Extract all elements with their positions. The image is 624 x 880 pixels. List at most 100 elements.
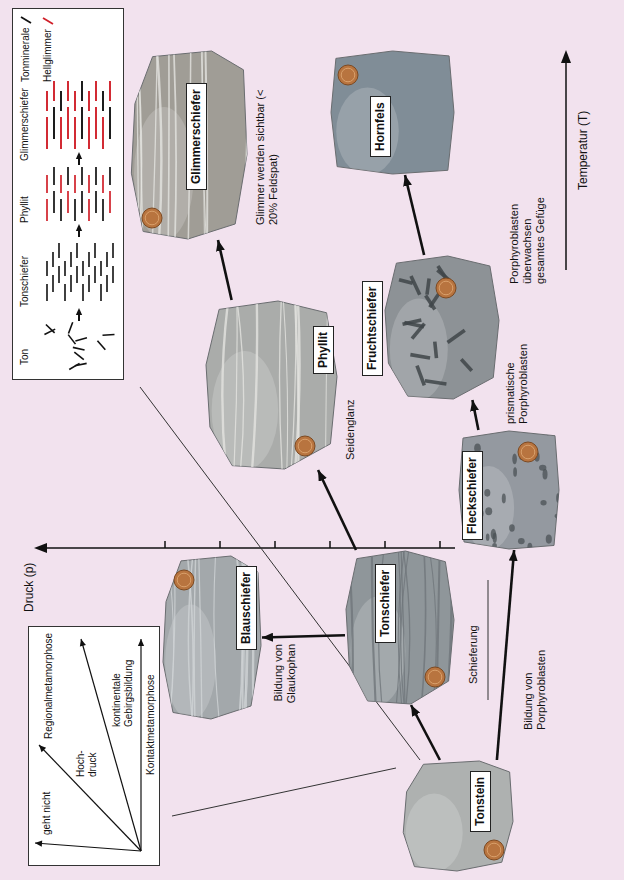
coin [518,442,538,462]
coin-rim [298,439,312,453]
mineral-stroke [88,175,90,193]
mineral-stroke [58,243,60,258]
key-text: Glimmerschiefer [19,88,31,161]
decoration [546,534,552,543]
rock-photo: Blauschiefer [160,555,262,720]
mineral-stroke [46,325,55,333]
mineral-stroke [94,243,96,258]
decoration [252,300,257,470]
mineral-stroke [46,199,48,221]
mineral-stroke [82,284,84,301]
decoration [234,300,237,470]
arrowhead [138,639,144,646]
rock-shape [163,556,261,719]
coin [436,278,456,298]
rock-texture [134,50,248,240]
coin [484,840,504,860]
mineral-stroke [67,81,69,101]
mineral-stroke [52,252,54,267]
process-arrow [472,400,478,430]
rock-shape [346,551,454,704]
rock-illustration [345,550,455,705]
coin-rim [428,670,442,684]
decoration [168,555,174,720]
rock-illustration [400,760,514,872]
tick [439,541,441,548]
rock-shape [206,301,337,469]
mineral-stroke [70,252,72,267]
decoration [283,300,287,470]
mineral-stroke [106,275,108,292]
temperature-axis [565,62,567,270]
process-arrow [218,240,232,300]
decoration [491,529,496,539]
coin-rim [177,573,191,587]
temperature-arrowhead [561,50,571,63]
decoration [486,533,490,540]
mineral-stroke [95,191,97,213]
key-line [35,843,141,851]
legend-entry: Hellglimmer [42,29,54,82]
arrowhead [80,639,86,647]
rock-photo: Phyllit [205,300,338,470]
tick [329,541,331,548]
key-text: Ton [19,349,31,365]
decoration [509,524,515,531]
rock-photo: Hornfels [330,50,455,175]
mineral-stroke [74,117,76,149]
arrowhead [76,152,82,159]
mineral-stroke [88,252,90,267]
mineral-stroke [46,91,48,111]
decoration [512,453,517,464]
mineral-stroke [68,335,75,345]
mineral-stroke [88,91,90,111]
legend-line [43,18,53,24]
decoration [446,329,465,344]
mineral-stroke [64,284,66,301]
decoration [460,358,473,372]
key-line [81,639,141,851]
mineral-stroke [53,81,55,101]
rock-photo: Glimmerschiefer [128,50,248,240]
decoration [546,430,551,435]
tick [384,541,386,548]
mineral-stroke [67,167,69,185]
rock-photo: Fleckschiefer [458,430,560,550]
legend-line [21,17,31,23]
mineral-stroke [95,81,97,101]
decoration [502,494,506,504]
rock-texture [390,265,473,400]
arrowhead [76,224,82,231]
decoration [336,88,399,176]
mineral-stroke [109,107,111,139]
decoration [518,538,525,544]
legend-text: Tonminerale [20,28,31,82]
mineral-stroke [76,243,78,258]
rock-shape [331,51,454,174]
mineral-stroke [109,191,111,213]
rock-name-label: Blauschiefer [236,566,257,650]
coin [142,208,162,228]
legend-line-sample [42,16,54,26]
decoration [404,321,424,329]
decoration [205,300,206,470]
decoration [214,555,219,720]
legend-text: Hellglimmer [42,29,53,82]
decoration [540,500,546,505]
decoration [237,300,244,470]
edge-label: Bildung von Porphyroblasten [522,640,548,730]
coin [425,667,445,687]
rock-photo: Tonstein [400,760,514,872]
mineral-stroke [53,107,55,139]
decoration [137,50,139,240]
mineral-stroke [53,191,55,213]
pressure-axis [46,547,455,549]
coin-rim [487,843,501,857]
mineral-stroke [46,261,48,276]
mineral-stroke [88,199,90,221]
axis-label: Temperatur (T) [576,111,590,190]
decoration [280,300,283,470]
rock-texture [336,88,399,176]
coin-rim [145,211,159,225]
decoration [137,50,142,240]
